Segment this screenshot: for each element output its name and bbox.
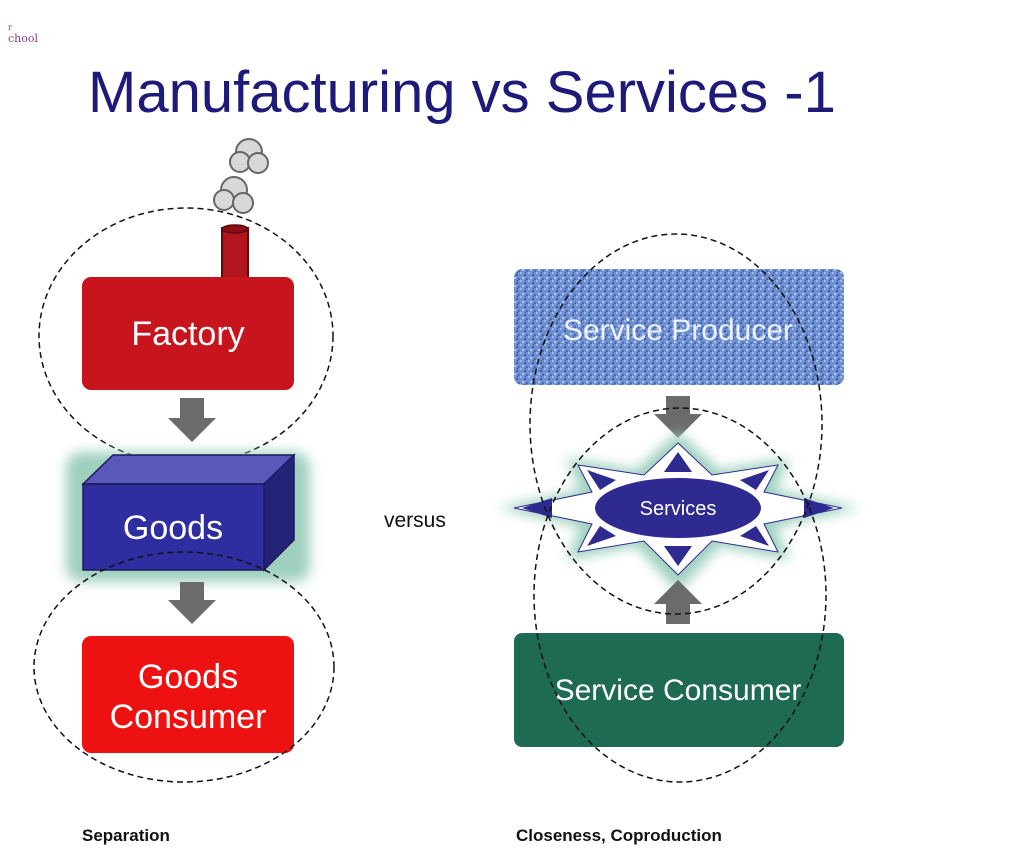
service-consumer-box: [514, 633, 844, 747]
service-consumer-label: Service Consumer: [555, 674, 802, 707]
factory-label: Factory: [131, 315, 244, 353]
slide-title: Manufacturing vs Services -1: [88, 60, 836, 125]
service-producer-label: Service Producer: [563, 314, 793, 347]
producer-ellipse: [529, 233, 823, 615]
services-ellipse: [593, 476, 763, 540]
chimney-top: [221, 224, 249, 234]
logo-fragment: r chool: [8, 22, 38, 44]
factory-box: [82, 277, 294, 390]
arrow-up-icon: [654, 580, 702, 624]
arrow-down-icon: [168, 398, 216, 442]
versus-label: versus: [384, 509, 446, 532]
goods-front-face: [82, 483, 265, 571]
arrow-down-icon: [654, 396, 702, 438]
arrow-down-icon: [168, 582, 216, 624]
logo-mark: r: [8, 23, 12, 32]
logo-text: chool: [8, 32, 39, 45]
goods-consumer-label-line2: Consumer: [110, 698, 267, 736]
services-rays: [522, 452, 834, 566]
smoke-icon: [213, 138, 269, 214]
factory-circle: [38, 207, 334, 465]
goods-consumer-label-line1: Goods: [138, 658, 238, 696]
consumer-circle: [33, 551, 335, 783]
closeness-caption: Closeness, Coproduction: [516, 826, 722, 845]
separation-caption: Separation: [82, 826, 170, 845]
goods-consumer-box: [82, 636, 294, 753]
goods-top-face: [81, 454, 296, 485]
service-producer-box: [514, 269, 844, 385]
services-label: Services: [640, 498, 717, 520]
goods-label: Goods: [123, 509, 223, 547]
consumer-ellipse: [533, 407, 827, 783]
